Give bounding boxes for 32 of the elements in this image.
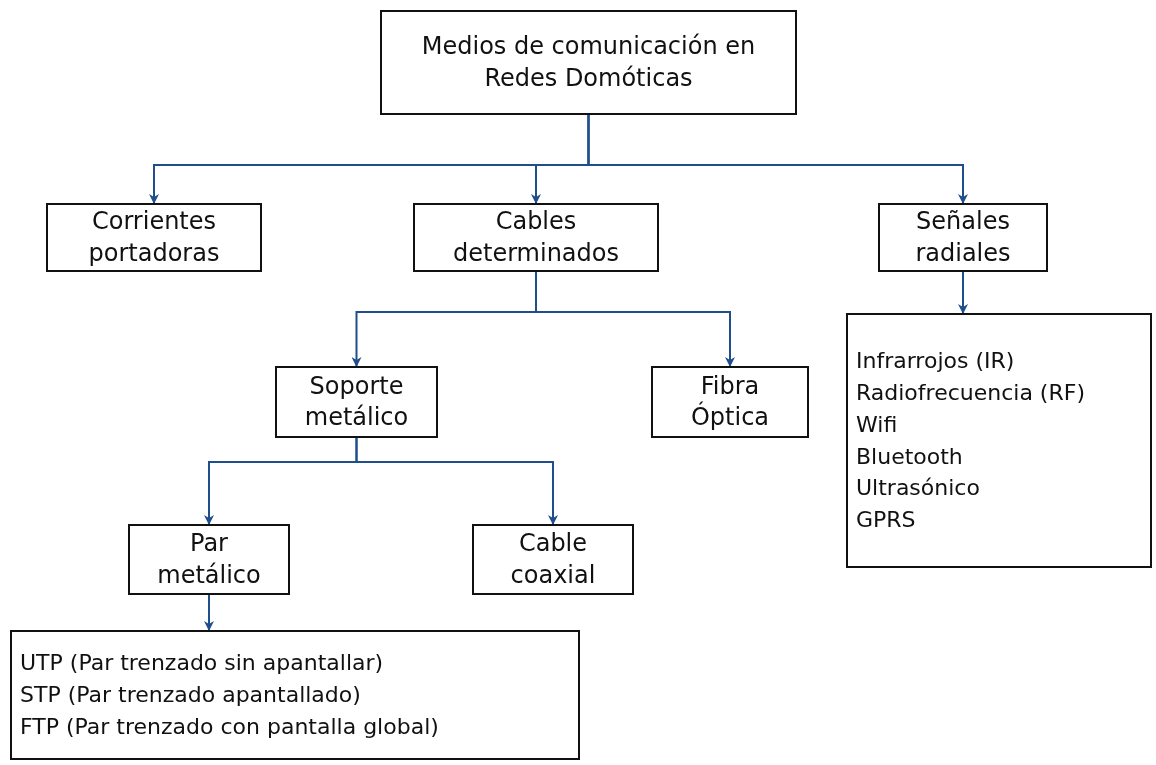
- arrow: [204, 594, 214, 631]
- box-label: Señales radiales: [914, 206, 1012, 269]
- box-label: Soporte metálico: [303, 370, 410, 433]
- category-box: [472, 524, 634, 595]
- category-box: [128, 524, 290, 595]
- category-box: [413, 203, 659, 272]
- list-item: GPRS: [856, 506, 916, 535]
- list-item: Radiofrecuencia (RF): [856, 378, 1085, 407]
- list-item: UTP (Par trenzado sin apantallar): [20, 649, 384, 678]
- list-item: Bluetooth: [856, 442, 963, 471]
- list-box: [10, 630, 580, 760]
- box-label: Corrientes portadoras: [87, 206, 221, 269]
- box-label: Par metálico: [156, 528, 262, 591]
- category-box: [380, 10, 797, 115]
- category-box: [651, 366, 809, 438]
- category-box: [878, 203, 1048, 272]
- box-label: Cables determinados: [452, 206, 620, 269]
- list-item: Ultrasónico: [856, 474, 980, 503]
- box-label: Medios de comunicación en Redes Domóticas: [420, 31, 757, 94]
- list-item: STP (Par trenzado apantallado): [20, 681, 361, 710]
- arrow: [587, 114, 968, 204]
- list-box: [846, 313, 1152, 568]
- box-label: Fibra Óptica: [689, 370, 771, 433]
- list-item: FTP (Par trenzado con pantalla global): [20, 712, 439, 741]
- category-box: [46, 203, 262, 272]
- arrow: [958, 271, 968, 314]
- list-item: Wifi: [856, 410, 898, 439]
- arrow: [355, 437, 558, 525]
- list-item: Infrarrojos (IR): [856, 346, 1015, 375]
- arrow: [535, 271, 735, 367]
- category-box: [275, 366, 438, 438]
- box-label: Cable coaxial: [509, 528, 597, 591]
